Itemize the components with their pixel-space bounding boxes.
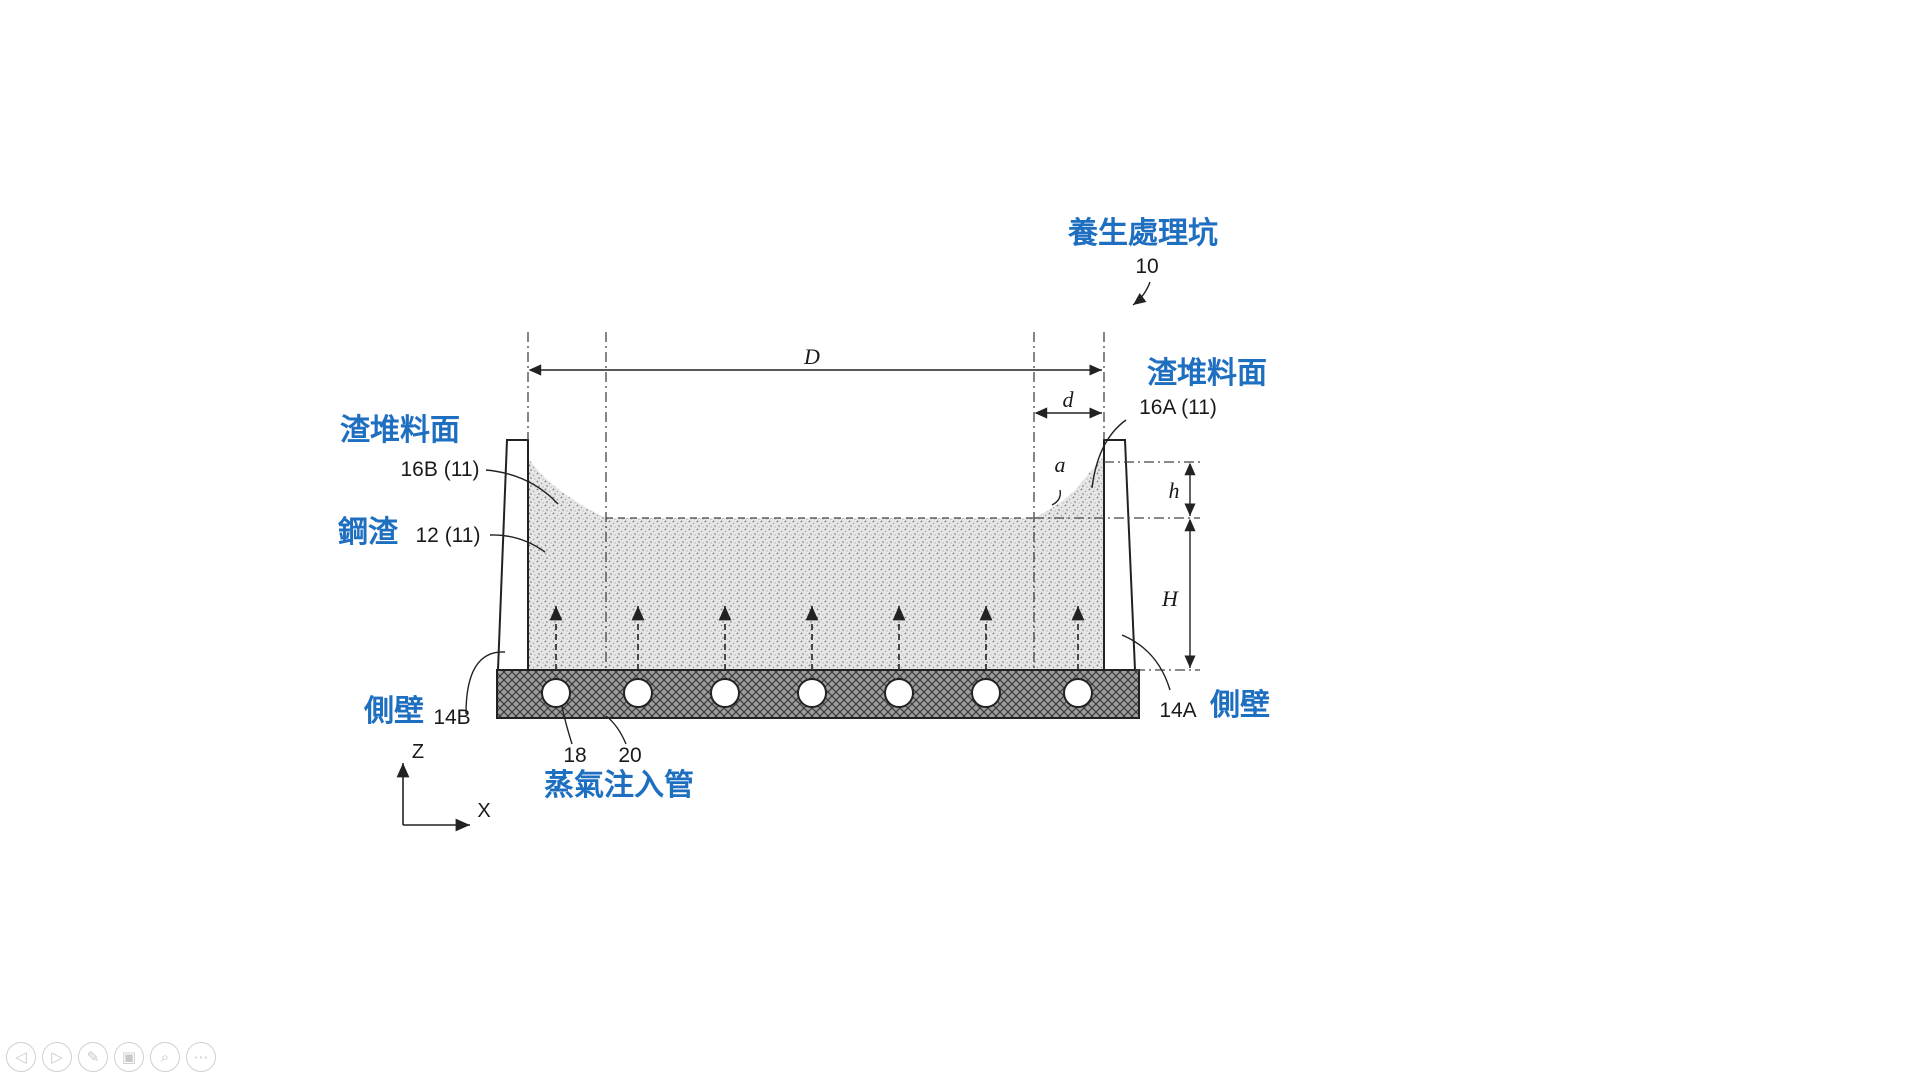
angle-a-label: a: [1055, 452, 1066, 477]
pipe-code-18: 18: [563, 744, 586, 767]
axis-x-label: X: [477, 800, 490, 822]
steam-pipe: [710, 678, 740, 708]
prev-icon[interactable]: ◁: [6, 1042, 36, 1072]
steam-pipe: [884, 678, 914, 708]
steam-pipe: [623, 678, 653, 708]
presentation-toolbar: ◁ ▷ ✎ ▣ ⌕ ⋯: [6, 1042, 216, 1072]
coordinate-axes: [396, 763, 470, 832]
side-wall-right: [1103, 439, 1137, 671]
slag-surface-left-label: 渣堆料面: [340, 413, 460, 448]
steam-flow-arrows: [549, 606, 1085, 670]
slag-surface-right-label: 渣堆料面: [1147, 356, 1267, 391]
slag-surface-right-code: 16A (11): [1139, 396, 1217, 419]
next-icon[interactable]: ▷: [42, 1042, 72, 1072]
slides-icon[interactable]: ▣: [114, 1042, 144, 1072]
side-wall-right-label: 側壁: [1209, 688, 1270, 723]
side-wall-right-code: 14A: [1159, 699, 1196, 722]
steel-slag-body: [528, 456, 1104, 670]
dimension-D-label: D: [803, 344, 820, 369]
axis-z-label: Z: [412, 741, 424, 763]
steam-pipe: [1063, 678, 1093, 708]
steam-pipe-label: 蒸氣注入管: [544, 768, 694, 803]
dimension-d-label: d: [1063, 387, 1075, 412]
steam-pipes: [541, 678, 1093, 708]
reference-lines: [527, 332, 1200, 671]
pit-title: 養生處理坑: [1067, 216, 1218, 251]
more-icon[interactable]: ⋯: [186, 1042, 216, 1072]
side-wall-left-label: 側壁: [363, 694, 424, 729]
pen-icon[interactable]: ✎: [78, 1042, 108, 1072]
steam-pipe: [797, 678, 827, 708]
dimension-H-label: H: [1161, 586, 1179, 611]
steel-slag-code: 12 (11): [416, 524, 481, 547]
steam-pipe: [541, 678, 571, 708]
pipe-code-20: 20: [618, 744, 641, 767]
side-wall-left-code: 14B: [433, 706, 470, 729]
slag-surface-left-code: 16B (11): [401, 458, 480, 481]
zoom-icon[interactable]: ⌕: [150, 1042, 180, 1072]
steam-pipe: [971, 678, 1001, 708]
steel-slag-label: 鋼渣: [338, 515, 399, 550]
dimension-h-label: h: [1169, 478, 1180, 503]
pit-number: 10: [1135, 255, 1158, 278]
side-wall-left: [496, 439, 529, 671]
